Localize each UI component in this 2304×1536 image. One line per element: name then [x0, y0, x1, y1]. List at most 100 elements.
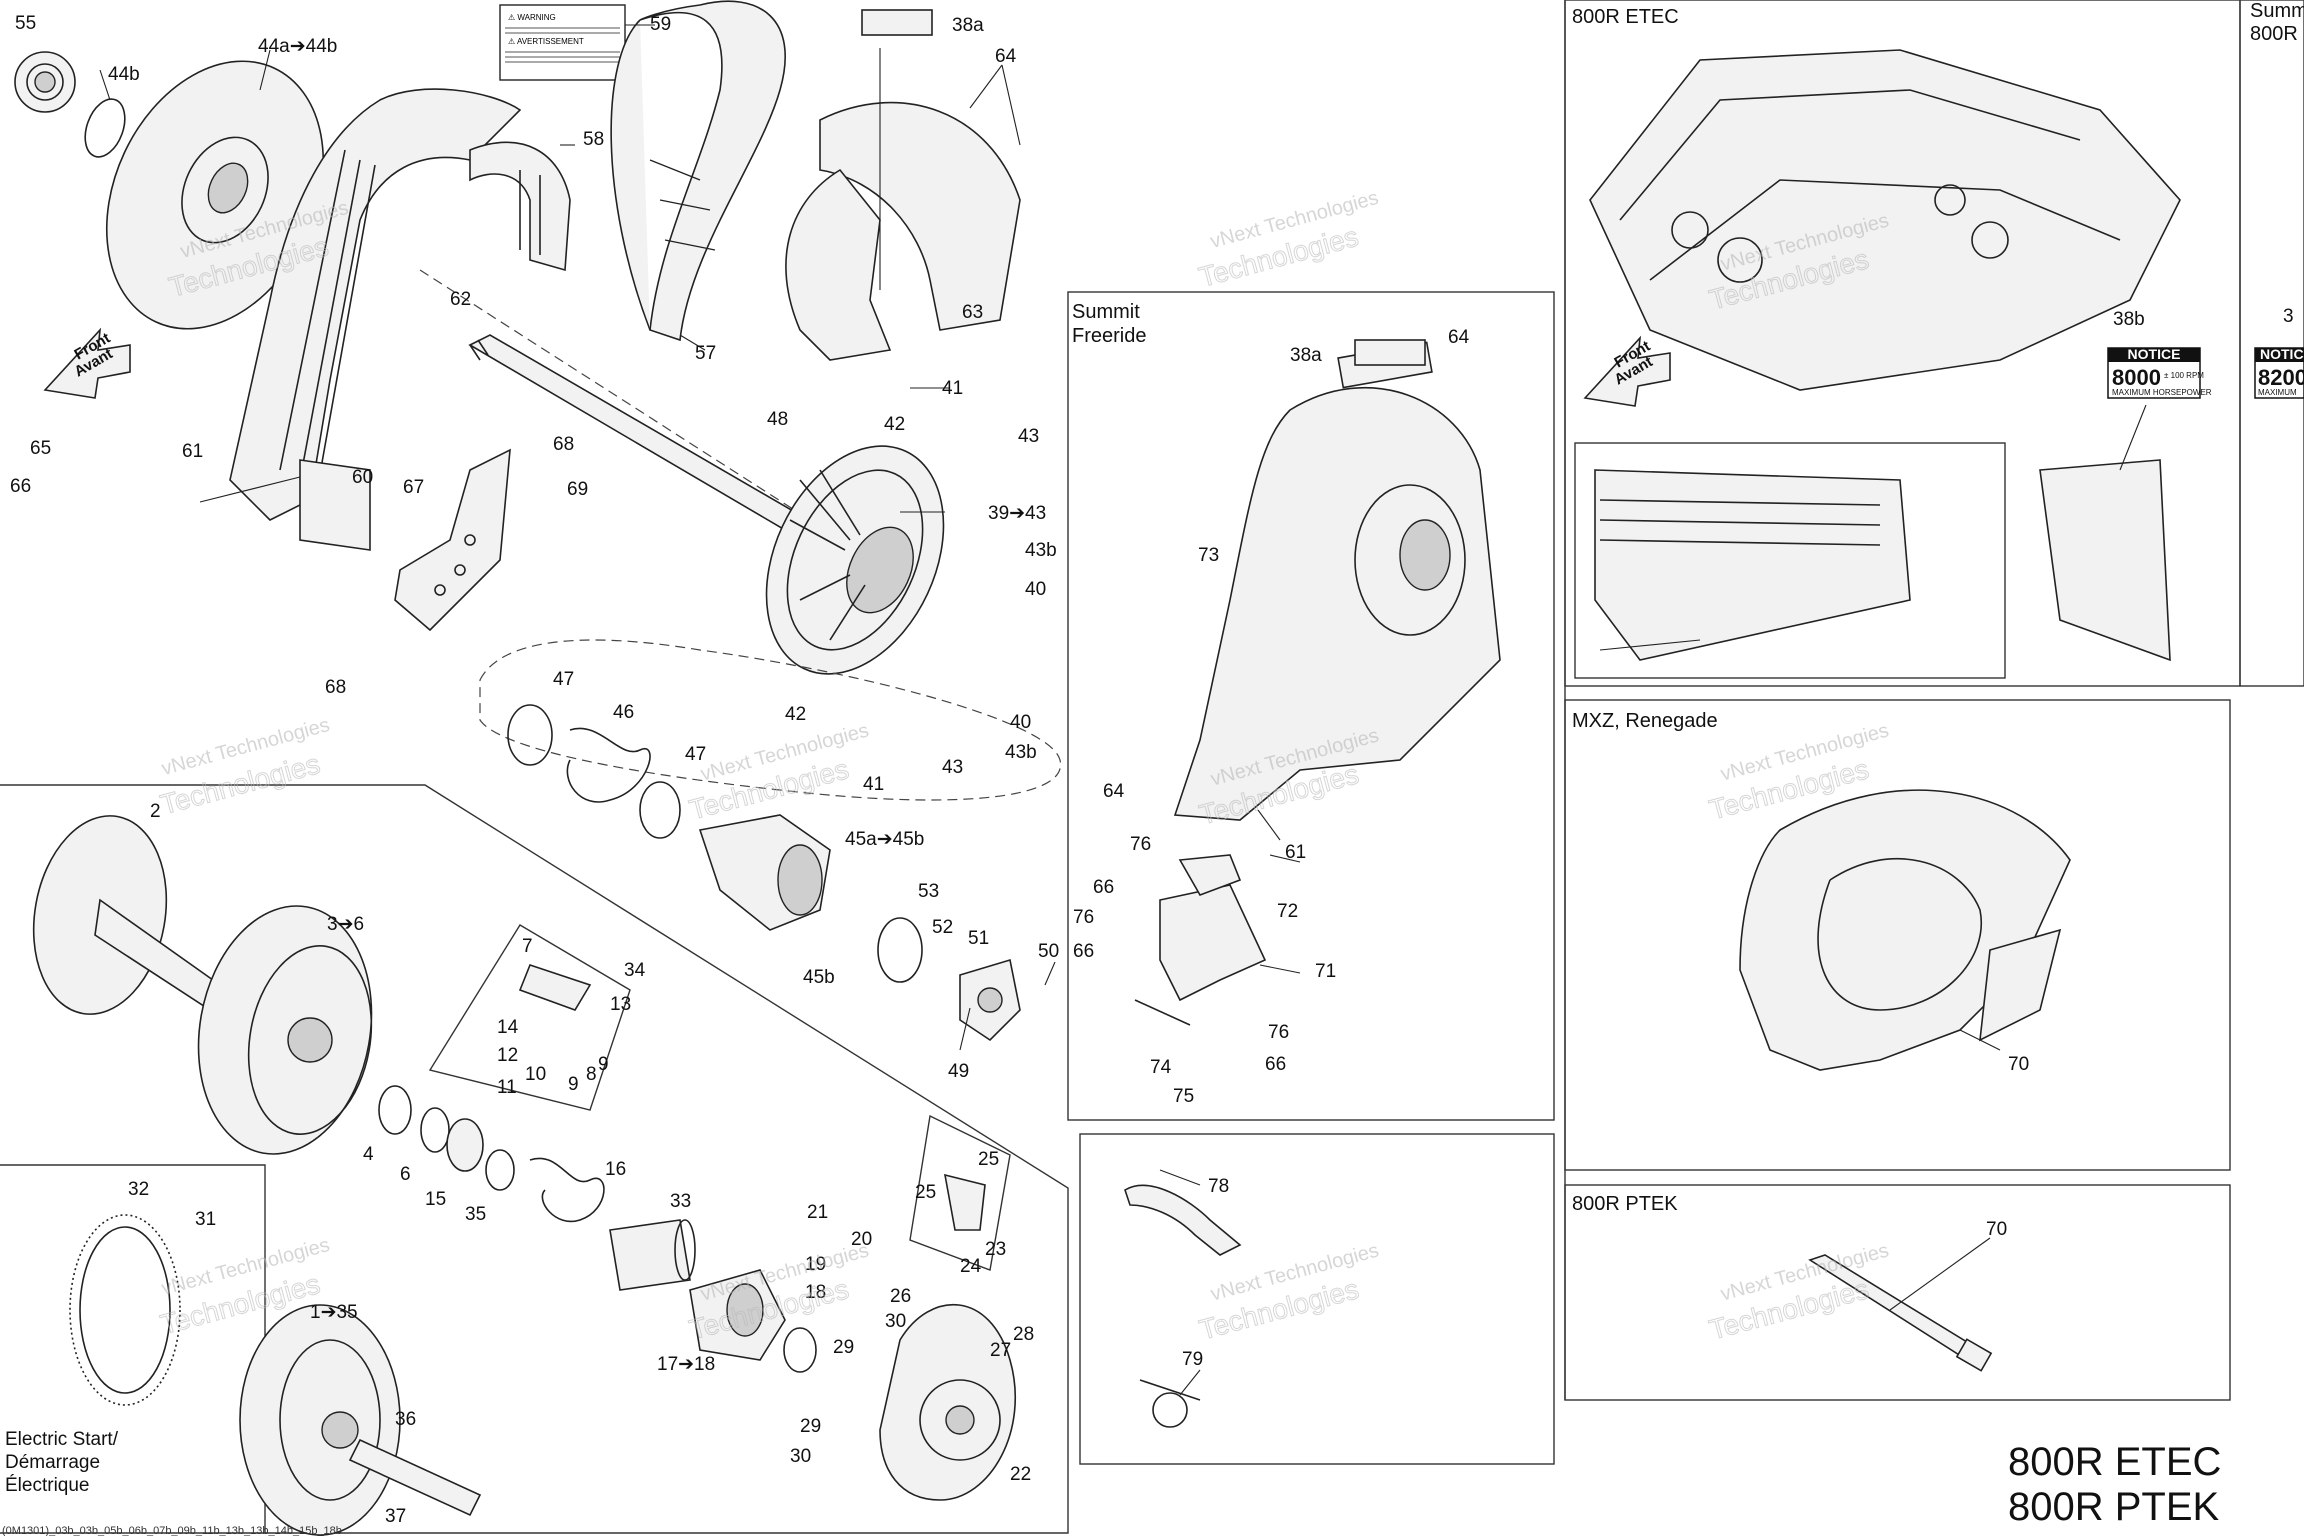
callout: 1➔35: [310, 1302, 358, 1323]
etec-title: 800R ETEC: [1572, 6, 1679, 28]
svg-text:⚠ AVERTISSEMENT: ⚠ AVERTISSEMENT: [508, 37, 584, 46]
notice-label-right[interactable]: NOTICE 8200 MAXIMUM: [2254, 346, 2304, 399]
callout: 66: [1093, 877, 1114, 898]
front-arrow-left: Front Avant: [43, 327, 131, 399]
callout: 17➔18: [657, 1354, 715, 1375]
callout: 59: [650, 14, 671, 35]
callout: 64: [995, 46, 1017, 67]
svg-text:MAXIMUM HORSEPOWER: MAXIMUM HORSEPOWER: [2112, 388, 2212, 397]
summit-guard-73: [1173, 341, 1501, 821]
callout: 36: [395, 1409, 416, 1430]
svg-text:± 100 RPM: ± 100 RPM: [2164, 371, 2204, 380]
callout: 48: [767, 409, 788, 430]
drive-pulley-fixed-half-2: [32, 815, 221, 1015]
callout: 24: [960, 1256, 982, 1277]
guard-bracket-58: [469, 141, 571, 272]
summit-title-2: Freeride: [1072, 325, 1146, 347]
etec-detail-engine: [1594, 459, 2171, 662]
callout: 12: [497, 1045, 518, 1066]
callout: 27: [990, 1340, 1011, 1361]
callout: 43b: [1025, 540, 1057, 561]
warning-label-59: ⚠ WARNING ⚠ AVERTISSEMENT: [499, 4, 626, 81]
callout: 37: [385, 1506, 406, 1527]
bracket-box-20-25: [909, 1114, 1011, 1271]
callout: 33: [670, 1191, 691, 1212]
notice-label-38b[interactable]: NOTICE 8000 ± 100 RPM MAXIMUM HORSEPOWER: [2107, 346, 2212, 399]
svg-text:MAXIMUM: MAXIMUM: [2258, 388, 2297, 397]
clamp-79: [1139, 1379, 1201, 1428]
callout: 38a: [1290, 345, 1322, 366]
front-arrow-etec: Front Avant: [1583, 335, 1671, 407]
callout: 51: [968, 928, 989, 949]
belt-guard-63: [785, 101, 1021, 361]
callout: 44b: [108, 64, 140, 85]
summit-bracket-71: [1159, 884, 1267, 1002]
callout: 42: [785, 704, 806, 725]
callout: 38b: [2113, 309, 2145, 330]
model-line-2: 800R PTEK: [2008, 1485, 2220, 1529]
callout: 67: [403, 477, 424, 498]
callout: 45a➔45b: [845, 829, 924, 850]
callout: 34: [624, 960, 646, 981]
callout: 71: [1315, 961, 1336, 982]
housing-22: [879, 1304, 1016, 1501]
callout: 30: [790, 1446, 811, 1467]
callout: 79: [1182, 1349, 1203, 1370]
spring-46: [507, 704, 681, 839]
svg-text:8200: 8200: [2258, 365, 2304, 390]
ptek-frame: [1564, 1184, 2231, 1401]
panel-titles: Summit Freeride 800R ETEC Summ 800R MXZ,…: [5, 0, 2304, 1496]
callout: 44a➔44b: [258, 36, 337, 57]
ptek-strap-70: [1808, 1254, 1993, 1372]
callout: 9: [598, 1054, 609, 1075]
callout: 76: [1268, 1022, 1289, 1043]
callout: 47: [553, 669, 574, 690]
callout: 3➔6: [327, 914, 364, 935]
belt-guard-bracket-38a: [861, 9, 933, 36]
callout: 47: [685, 744, 706, 765]
summit-title-1: Summit: [1072, 301, 1140, 323]
one-way-clutch-17: [689, 1269, 817, 1373]
main-left-frame: [0, 784, 1069, 1534]
callout: 68: [553, 434, 574, 455]
spacers-4-6-15: [378, 1085, 484, 1172]
drive-pulley-assembly-1: [239, 1304, 482, 1536]
callout: 41: [942, 378, 963, 399]
callout: 64: [1103, 781, 1125, 802]
callout: 78: [1208, 1176, 1229, 1197]
dashed-group-40-43: [479, 639, 1062, 801]
callout: 66: [1265, 1054, 1286, 1075]
callout: 6: [400, 1164, 411, 1185]
callout: 61: [182, 441, 203, 462]
callout: 25: [915, 1182, 936, 1203]
svg-text:NOTICE: NOTICE: [2260, 346, 2304, 362]
callout: 3: [2283, 306, 2294, 327]
callout: 9: [568, 1074, 579, 1095]
callout: 40: [1010, 712, 1031, 733]
mxz-frame: [1564, 699, 2231, 1171]
callout: 31: [195, 1209, 216, 1230]
footer-code: (0M1301)_03b_03b_05b_06b_07b_09b_11b_13b…: [2, 1525, 342, 1536]
summit-plate-72: [1178, 854, 1242, 896]
callout: 60: [352, 467, 373, 488]
callout: 23: [985, 1239, 1006, 1260]
callout: 15: [425, 1189, 446, 1210]
callout: 18: [805, 1282, 826, 1303]
callout: 14: [497, 1017, 519, 1038]
electric-start-label-3: Électrique: [5, 1475, 90, 1496]
summit-right-title: Summ: [2250, 0, 2304, 22]
drive-pulley-movable-3: [197, 905, 373, 1155]
callout: 50: [1038, 941, 1059, 962]
summit-right-title-2: 800R: [2250, 23, 2298, 45]
callout: 35: [465, 1204, 486, 1225]
callout: 57: [695, 343, 716, 364]
cable-tie-74: [1134, 999, 1191, 1026]
callout: 8: [586, 1064, 597, 1085]
svg-text:⚠ WARNING: ⚠ WARNING: [508, 13, 556, 22]
ptek-title: 800R PTEK: [1572, 1193, 1678, 1215]
callout: 30: [885, 1311, 906, 1332]
callout: 68: [325, 677, 346, 698]
accessory-frame: [1079, 1133, 1555, 1465]
callout: 49: [948, 1061, 969, 1082]
